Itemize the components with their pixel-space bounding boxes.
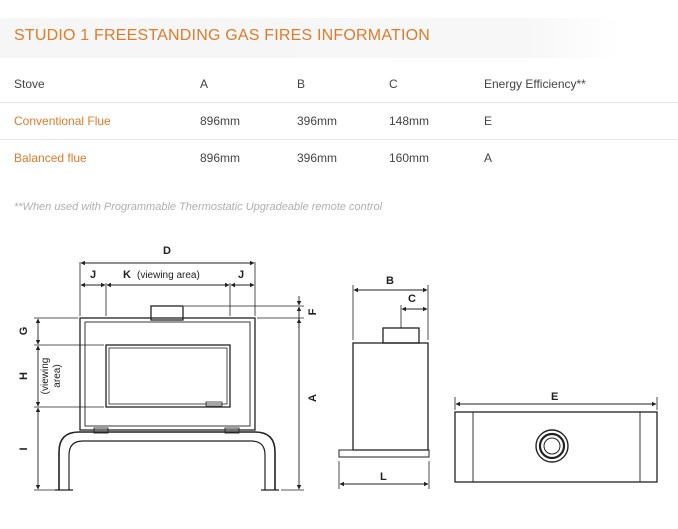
col-header-c: C <box>389 77 398 91</box>
front-view-drawing <box>34 260 304 491</box>
col-header-stove: Stove <box>14 77 45 91</box>
row-a-value: 896mm <box>200 151 241 165</box>
dimension-label-k: K <box>123 269 131 281</box>
dimension-label-d: D <box>163 245 171 257</box>
dimension-label-h: H <box>18 372 30 380</box>
footnote: **When used with Programmable Thermostat… <box>14 201 383 213</box>
table-header-row: Stove A B C Energy Efficiency** <box>0 66 678 103</box>
row-stove-name[interactable]: Conventional Flue <box>14 114 111 128</box>
row-stove-name[interactable]: Balanced flue <box>14 151 87 165</box>
dimension-label-j-right: J <box>238 269 244 281</box>
top-view-drawing <box>454 397 658 483</box>
viewing-area-note-line2: area) <box>52 364 63 387</box>
row-b-value: 396mm <box>297 114 338 128</box>
spec-table: Stove A B C Energy Efficiency** Conventi… <box>0 66 678 176</box>
col-header-a: A <box>200 77 209 91</box>
row-a-value: 896mm <box>200 114 241 128</box>
title-bar <box>0 18 620 58</box>
side-view-drawing <box>338 285 430 489</box>
row-c-value: 148mm <box>389 114 430 128</box>
row-energy-value: E <box>484 114 493 128</box>
page-title: STUDIO 1 FREESTANDING GAS FIRES INFORMAT… <box>14 27 431 44</box>
col-header-energy: Energy Efficiency** <box>484 77 586 91</box>
row-energy-value: A <box>484 151 493 165</box>
row-b-value: 396mm <box>297 151 338 165</box>
dimension-label-a: A <box>307 394 319 402</box>
viewing-area-note-line1: (viewing <box>40 358 51 395</box>
dimension-label-g: G <box>18 327 30 336</box>
dimension-label-l: L <box>380 471 387 483</box>
dimension-label-c: C <box>408 293 416 305</box>
col-header-b: B <box>297 77 306 91</box>
dimension-label-j-left: J <box>90 269 96 281</box>
table-row: Conventional Flue 896mm 396mm 148mm E <box>0 103 678 140</box>
viewing-area-note: (viewing area) <box>137 270 200 281</box>
row-c-value: 160mm <box>389 151 430 165</box>
dimension-label-i: I <box>18 447 30 450</box>
dimension-label-f: F <box>307 308 319 315</box>
dimension-label-b: B <box>386 275 394 287</box>
dimension-label-e: E <box>551 391 558 403</box>
table-row: Balanced flue 896mm 396mm 160mm A <box>0 140 678 177</box>
